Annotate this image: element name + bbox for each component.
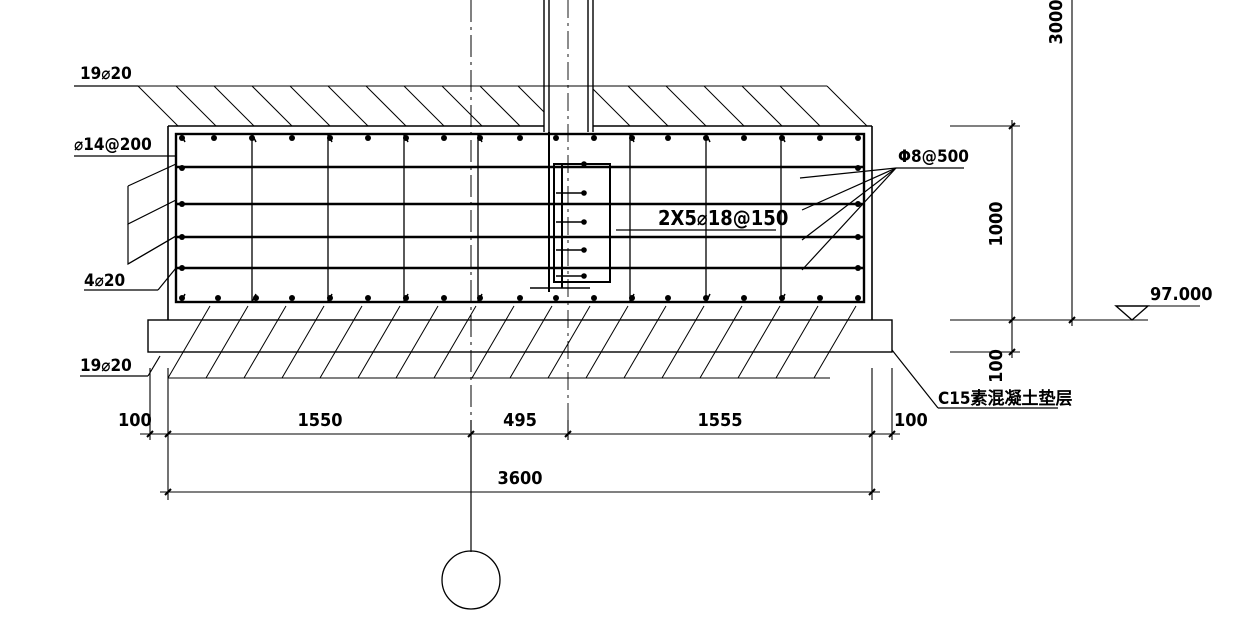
- column-dowel-cage: [548, 132, 611, 292]
- rebar-dots: [179, 135, 861, 301]
- column-dowel-ties: [530, 163, 590, 289]
- label-top-rebar: 19⌀20: [80, 64, 132, 84]
- dim-right-span: 1555: [697, 410, 742, 431]
- dim-right-cover: 100: [894, 410, 928, 431]
- axis-bubble: [441, 550, 501, 610]
- dim-foundation-height: 1000: [986, 201, 1007, 246]
- label-tie-rebar: Φ8@500: [898, 147, 969, 167]
- rebar-cage: [174, 132, 866, 304]
- dim-left-span: 1550: [297, 410, 342, 431]
- dim-cushion-height: 100: [986, 349, 1007, 383]
- dimension-ticks: [146, 430, 896, 496]
- leaders-left: [74, 85, 177, 377]
- label-side-rebar: ⌀14@200: [74, 135, 152, 155]
- dim-column-height: 3000: [1046, 0, 1067, 45]
- backfill-hatch-top: [137, 85, 868, 127]
- label-cushion-layer: C15素混凝土垫层: [938, 388, 1073, 409]
- label-column-dowels: 2X5⌀18@150: [658, 206, 788, 230]
- label-bottom-rebar: 19⌀20: [80, 356, 132, 376]
- dimension-ticks-vertical: [1008, 122, 1076, 356]
- column-dowel-dots: [581, 161, 587, 279]
- soil-hatch-bottom: [167, 305, 857, 379]
- leaders-right: [616, 167, 1058, 409]
- dim-left-cover: 100: [118, 410, 152, 431]
- elevation-marker: [1114, 305, 1150, 321]
- foundation-outline: [167, 125, 873, 320]
- dim-total-width: 3600: [497, 468, 542, 489]
- dimension-lines-vertical: [950, 0, 1200, 358]
- dim-column: 495: [503, 410, 537, 431]
- stirrup-legs: [251, 134, 782, 302]
- cushion-layer: [147, 319, 893, 353]
- elevation-label: 97.000: [1150, 284, 1213, 305]
- label-side-bars: 4⌀20: [84, 271, 125, 291]
